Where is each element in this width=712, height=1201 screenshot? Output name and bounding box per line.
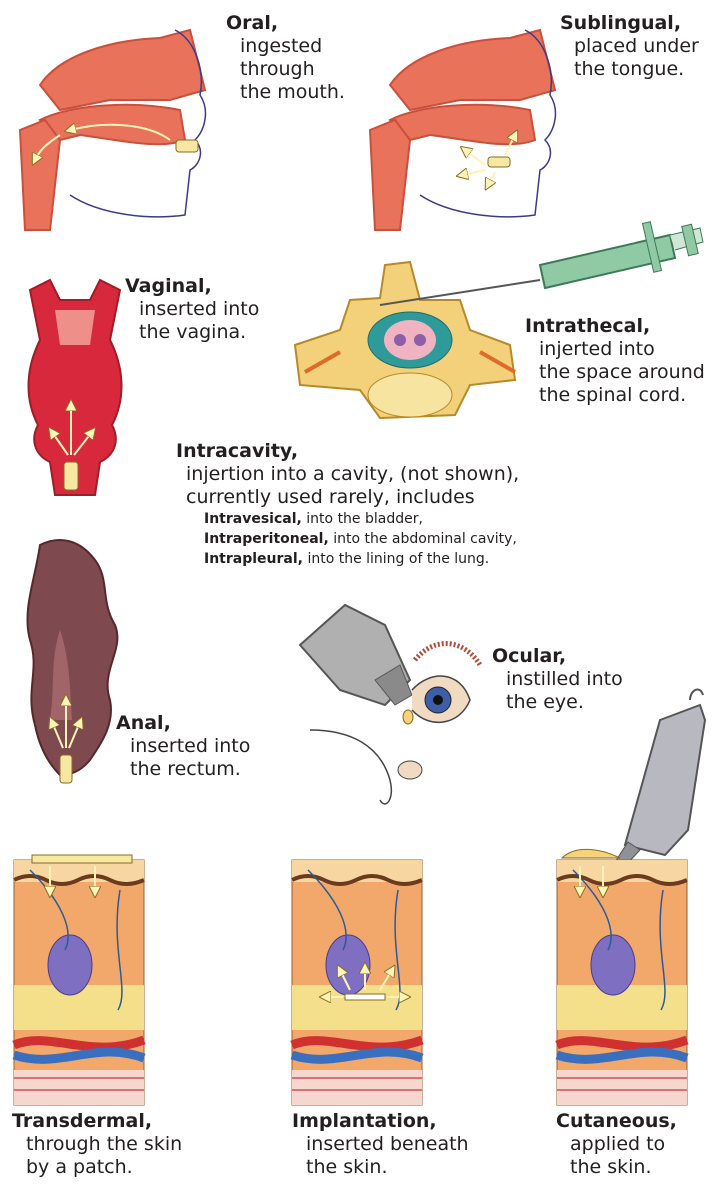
pill-icon (488, 157, 510, 167)
intracavity-subtype: Intrapleural, into the lining of the lun… (176, 549, 519, 569)
ocular-illustration (300, 605, 480, 804)
label-oral: Oral, ingested through the mouth. (226, 12, 345, 104)
implant-icon (345, 994, 385, 1000)
oral-head-illustration (20, 30, 205, 230)
label-transdermal: Transdermal, through the skin by a patch… (12, 1110, 182, 1179)
label-intracavity: Intracavity, injertion into a cavity, (n… (176, 440, 519, 569)
label-sublingual: Sublingual, placed under the tongue. (560, 12, 699, 81)
suppository-icon (64, 462, 78, 490)
label-vaginal: Vaginal, inserted into the vagina. (125, 275, 259, 344)
ointment-icon (562, 849, 620, 858)
label-implantation: Implantation, inserted beneath the skin. (292, 1110, 469, 1179)
pill-icon (176, 140, 198, 152)
intracavity-subtype: Intraperitoneal, into the abdominal cavi… (176, 529, 519, 549)
eye-dropper-icon (300, 605, 413, 724)
label-ocular: Ocular, instilled into the eye. (492, 645, 623, 714)
sublingual-head-illustration (370, 30, 555, 230)
syringe-icon (540, 222, 703, 288)
patch-icon (32, 855, 132, 863)
suppository-icon (60, 755, 72, 783)
cutaneous-skin-section (557, 849, 687, 1105)
implantation-skin-section (292, 860, 422, 1105)
anal-illustration (27, 540, 117, 783)
transdermal-skin-section (14, 855, 144, 1105)
label-cutaneous: Cutaneous, applied to the skin. (556, 1110, 677, 1179)
label-anal: Anal, inserted into the rectum. (116, 712, 250, 781)
ointment-tube-icon (615, 690, 705, 866)
label-intrathecal: Intrathecal, injerted into the space aro… (525, 315, 705, 407)
vaginal-illustration (28, 280, 121, 495)
intracavity-subtype: Intravesical, into the bladder, (176, 509, 519, 529)
